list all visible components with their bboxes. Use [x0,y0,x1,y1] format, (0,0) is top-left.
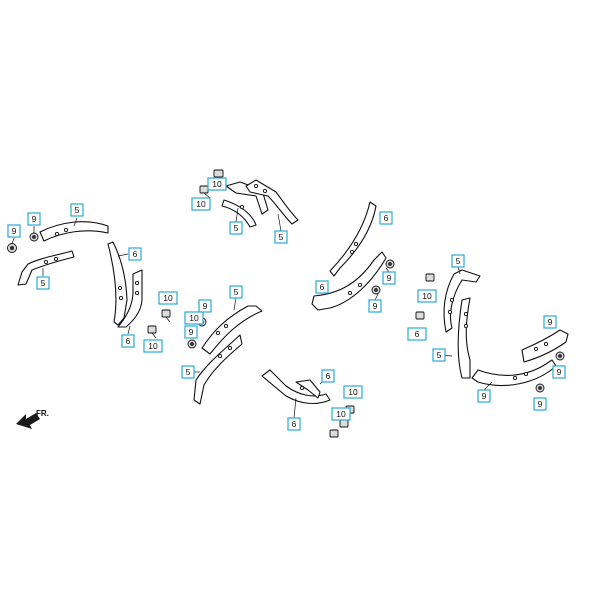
callout-9: 9 [382,271,396,285]
callout-label: 9 [387,273,392,283]
callout-label: 10 [148,341,158,351]
callout-label: 5 [234,223,239,233]
callout-9: 9 [7,224,21,238]
nut-icon [187,339,197,349]
callout-label: 5 [186,367,191,377]
callout-9: 9 [533,397,547,411]
tine-blade-5-right-lower [457,297,471,379]
bolt-icon [329,429,339,438]
bolt-icon [161,309,171,323]
callout-label: 9 [203,301,208,311]
callout-label: 5 [234,287,239,297]
callout-5: 5 [181,365,195,379]
callout-6: 6 [315,280,329,294]
callout-label: 10 [196,199,206,209]
callout-label: 5 [437,350,442,360]
bolt-icon [415,311,425,320]
tine-blade-5-left-upper [39,221,109,242]
callout-label: 6 [133,249,138,259]
callout-6: 6 [121,334,135,348]
nut-icon [371,285,381,295]
callout-9: 9 [368,299,382,313]
nut-icon [555,351,565,361]
tine-blade-6-left-b [117,269,143,328]
bolt-icon [147,325,157,339]
nut-icon [29,232,39,242]
callout-label: 9 [538,399,543,409]
nut-icon [7,243,17,253]
callout-10: 10 [343,385,363,399]
nut-icon [385,259,395,269]
callout-10: 10 [191,197,211,211]
callout-5: 5 [229,285,243,299]
callout-label: 5 [41,278,46,288]
callout-9: 9 [184,325,198,339]
callout-label: 10 [336,409,346,419]
callout-5: 5 [36,276,50,290]
callout-label: 9 [32,214,37,224]
callout-10: 10 [143,339,163,353]
callout-label: 9 [189,327,194,337]
tine-blade-5-center-lower [193,334,243,405]
callout-6: 6 [321,369,335,383]
nut-icon [535,383,545,393]
callout-label: 9 [482,391,487,401]
tine-blade-6-rightcenter-upper [329,201,377,277]
tine-blade-6-right-bottom [471,359,557,387]
leader-lines [11,207,493,419]
tine-blade-6-center-right [261,369,331,405]
callout-label: 10 [422,291,432,301]
tine-blade-5-center-upper [201,305,263,355]
callout-label: 10 [212,179,222,189]
callout-10: 10 [331,407,351,421]
callout-label: 10 [163,293,173,303]
callout-label: 6 [292,419,297,429]
callout-9: 9 [198,299,212,313]
callout-9: 9 [27,212,41,226]
callout-label: 5 [75,205,80,215]
tine-blade-6-rightcenter-lower [311,251,387,311]
callout-label: 6 [415,329,420,339]
callout-5: 5 [274,230,288,244]
callout-6: 9 [477,389,491,403]
callout-label: 6 [384,213,389,223]
callout-10: 10 [184,311,204,325]
callout-label: 5 [456,256,461,266]
callout-label: 6 [126,336,131,346]
callout-5: 5 [70,203,84,217]
callout-6: 6 [128,247,142,261]
callout-6: 6 [287,417,301,431]
bolt-icon [425,273,435,282]
arrow-left-icon [16,413,40,429]
callout-10: 10 [417,289,437,303]
callout-label: 10 [348,387,358,397]
callout-label: 9 [557,367,562,377]
bolt-icon [339,419,349,428]
front-direction-label: FR. [36,409,49,418]
front-direction-indicator: FR. [16,409,49,429]
callout-6: 9 [543,315,557,329]
tine-blade-6-right-far [521,329,569,363]
callout-5: 5 [229,221,243,235]
callout-5: 5 [432,348,446,362]
callout-10: 6 [407,327,427,341]
tine-blade-6-left-a [107,241,128,326]
callout-10: 10 [207,177,227,191]
callout-10: 10 [158,291,178,305]
callout-label: 9 [548,317,553,327]
callout-label: 6 [326,371,331,381]
tine-blade-5-right-upper [443,269,481,333]
callout-label: 5 [279,232,284,242]
callout-9: 9 [552,365,566,379]
callout-label: 6 [320,282,325,292]
callout-label: 9 [373,301,378,311]
callout-5: 5 [451,254,465,268]
callout-label: 9 [12,226,17,236]
callout-label: 10 [189,313,199,323]
callout-6: 6 [379,211,393,225]
tine-blade-5-top-b [245,179,299,225]
tine-blade-5-left-lower [17,250,75,286]
